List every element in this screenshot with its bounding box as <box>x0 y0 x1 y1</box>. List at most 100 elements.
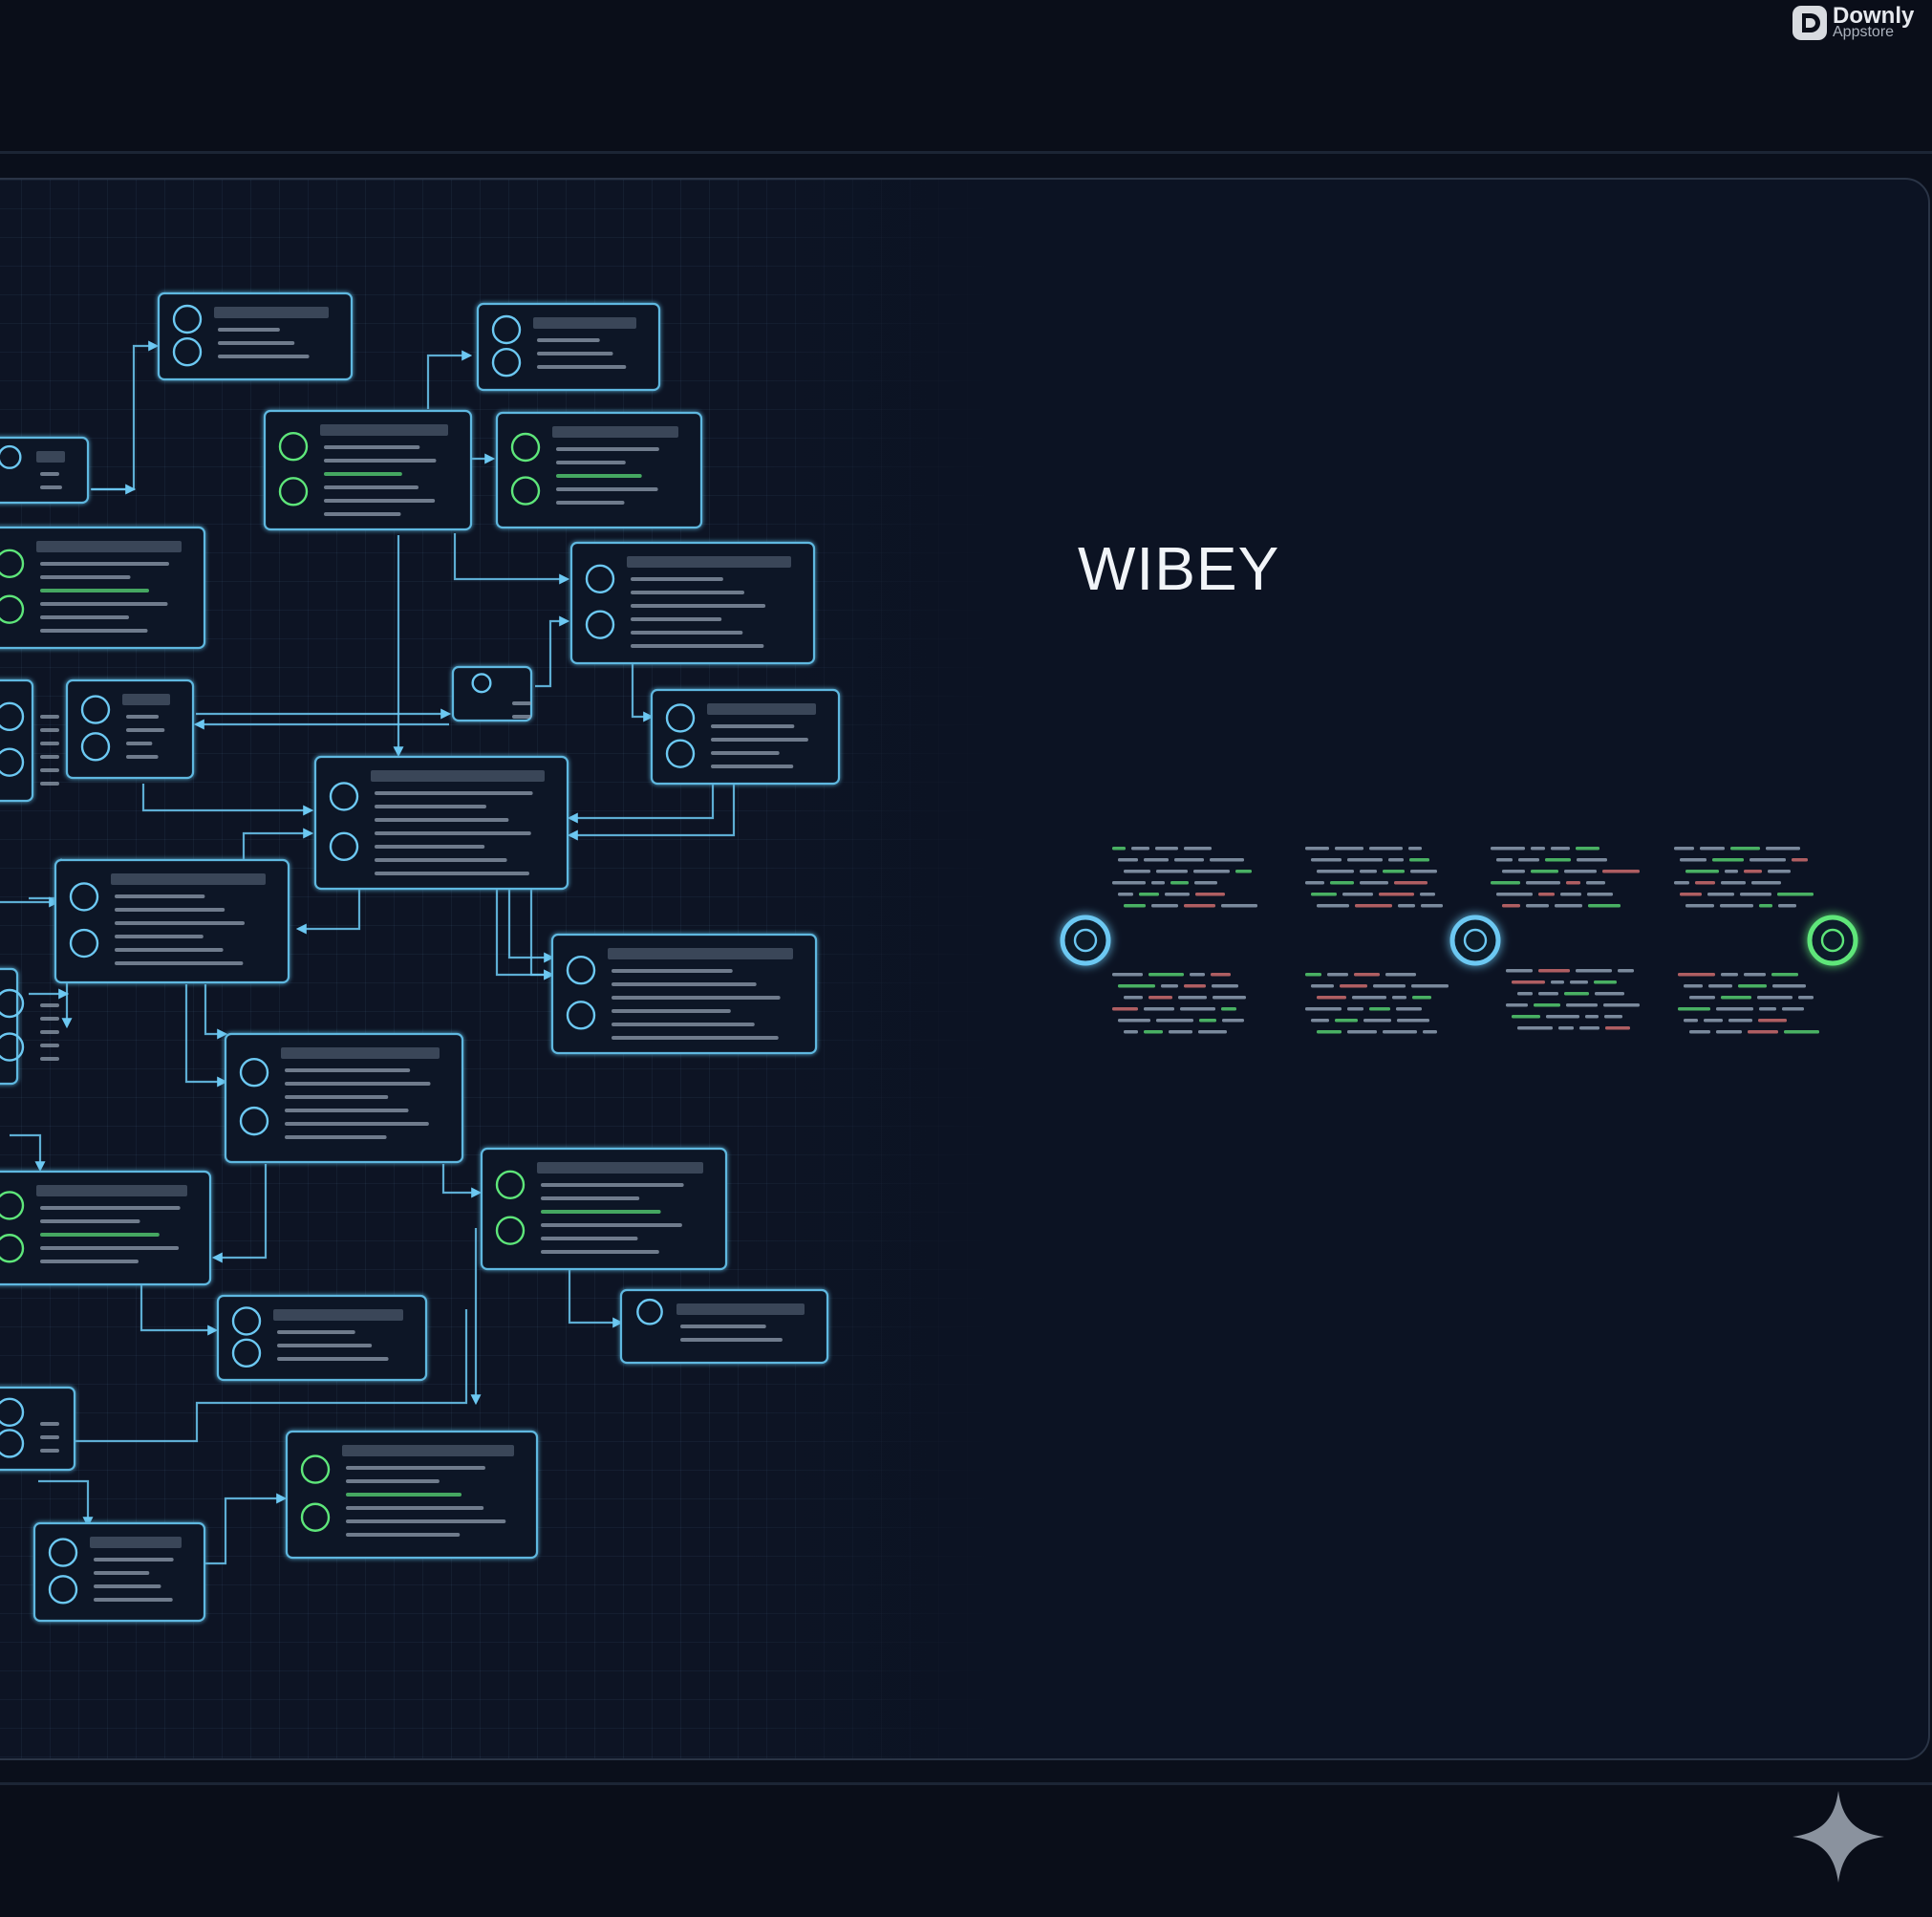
node-text-line <box>115 894 205 898</box>
workflow-node[interactable] <box>569 541 816 665</box>
node-header <box>281 1047 440 1059</box>
timeline-mid-document-icon[interactable] <box>1449 915 1501 966</box>
node-text-line <box>375 818 509 822</box>
node-header <box>36 1185 187 1196</box>
workflow-node[interactable] <box>65 678 195 780</box>
node-text-line <box>218 328 280 332</box>
workflow-node[interactable] <box>285 1430 539 1560</box>
node-text-line <box>115 935 204 938</box>
node-text-line <box>40 755 59 759</box>
node-text-line <box>375 831 531 835</box>
workflow-node[interactable] <box>157 291 354 381</box>
connector-line <box>38 1479 94 1528</box>
node-text-line <box>375 845 485 849</box>
node-text-line <box>40 575 131 579</box>
node-icon <box>48 1538 78 1567</box>
workflow-node[interactable] <box>0 436 90 505</box>
workflow-node[interactable] <box>0 526 206 650</box>
code-snippet <box>1674 847 1814 908</box>
node-text-line <box>285 1122 429 1126</box>
workflow-node[interactable] <box>216 1294 428 1382</box>
node-icon <box>69 882 99 912</box>
workflow-node[interactable] <box>495 411 703 529</box>
connector-line <box>211 1164 268 1263</box>
node-text-line <box>115 908 225 912</box>
node-text-line <box>631 644 764 648</box>
node-header <box>552 426 678 438</box>
workflow-node[interactable] <box>0 1386 76 1472</box>
node-text-line <box>115 961 244 965</box>
workflow-node[interactable] <box>263 409 473 531</box>
workflow-node[interactable] <box>54 858 290 984</box>
node-text-line <box>285 1095 389 1099</box>
node-text-line <box>40 485 62 489</box>
node-text-line <box>375 805 486 808</box>
node-text-line <box>115 948 224 952</box>
bottom-divider <box>0 1782 1932 1785</box>
node-text-line <box>541 1183 684 1187</box>
sparkle-icon <box>1792 1791 1884 1883</box>
node-icon <box>0 1234 25 1263</box>
node-text-line <box>711 751 780 755</box>
node-text-line <box>324 472 402 476</box>
node-icon <box>278 432 309 462</box>
node-icon <box>80 732 111 762</box>
node-text-line <box>556 501 625 505</box>
node-icon <box>0 594 25 624</box>
node-text-line <box>375 791 533 795</box>
timeline-end-check-icon[interactable] <box>1807 915 1858 966</box>
node-text-line <box>324 445 420 449</box>
node-icon <box>69 928 99 958</box>
node-icon <box>0 701 25 731</box>
node-text-line <box>40 1246 180 1250</box>
node-header <box>273 1309 403 1321</box>
workflow-node[interactable] <box>0 678 59 803</box>
node-icon <box>172 304 203 334</box>
workflow-node[interactable] <box>476 302 661 392</box>
workflow-node[interactable] <box>480 1147 728 1271</box>
code-snippet <box>1112 973 1246 1034</box>
connector-line <box>204 1493 288 1565</box>
workflow-node[interactable] <box>313 755 569 891</box>
node-text-line <box>541 1196 640 1200</box>
node-header <box>707 703 816 715</box>
node-text-line <box>711 724 795 728</box>
node-text-line <box>40 472 59 476</box>
connector-line <box>10 1133 46 1173</box>
node-text-line <box>631 577 723 581</box>
top-band <box>0 0 1932 151</box>
workflow-node[interactable] <box>619 1288 829 1365</box>
node-header <box>537 1162 703 1174</box>
node-text-line <box>556 461 626 464</box>
workflow-node[interactable] <box>451 665 533 722</box>
code-snippet <box>1305 847 1443 908</box>
node-text-line <box>40 1030 59 1034</box>
node-text-line <box>40 562 169 566</box>
node-icon <box>231 1338 262 1368</box>
connector-line <box>567 784 715 824</box>
connector-line <box>631 661 655 722</box>
timeline-start-user-icon[interactable] <box>1060 915 1111 966</box>
workflow-node[interactable] <box>650 688 841 786</box>
node-text-line <box>40 615 129 619</box>
workflow-node[interactable] <box>0 967 59 1086</box>
brand-title: WIBEY <box>1078 534 1280 603</box>
node-text-line <box>711 765 794 768</box>
workflow-node[interactable] <box>32 1521 206 1623</box>
workflow-node[interactable] <box>224 1032 464 1164</box>
node-text-line <box>631 631 743 635</box>
workflow-node[interactable] <box>550 933 818 1055</box>
node-text-line <box>40 1233 160 1237</box>
node-text-line <box>346 1519 506 1523</box>
node-text-line <box>40 768 59 772</box>
node-icon <box>585 564 615 593</box>
connector-line <box>0 1309 468 1443</box>
connector-line <box>242 828 314 860</box>
node-header <box>214 307 329 318</box>
node-icon <box>329 782 359 811</box>
node-icon <box>0 747 25 777</box>
node-icon <box>495 1216 526 1245</box>
node-text-line <box>631 604 766 608</box>
workflow-node[interactable] <box>0 1170 212 1286</box>
node-text-line <box>40 1435 59 1439</box>
